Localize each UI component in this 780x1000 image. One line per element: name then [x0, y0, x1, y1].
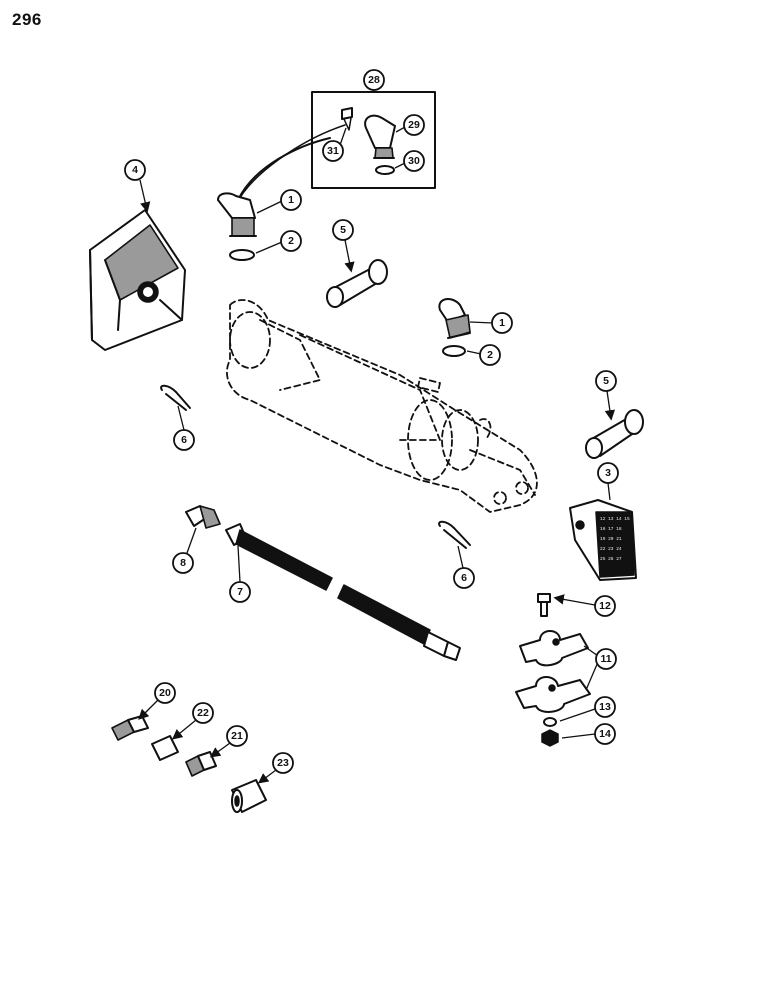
callout-22: 22	[192, 702, 214, 724]
callout-2-top: 2	[280, 230, 302, 252]
svg-text:25 26 27: 25 26 27	[600, 556, 622, 562]
svg-text:12 13 14 15: 12 13 14 15	[600, 516, 630, 522]
svg-text:1: 1	[499, 317, 505, 329]
nut-22-icon	[151, 735, 179, 761]
callout-2-mid: 2	[479, 344, 501, 366]
o-ring-2-mid-icon	[442, 345, 466, 357]
svg-text:14: 14	[599, 728, 611, 740]
svg-text:22: 22	[197, 707, 209, 719]
callout-12: 12	[594, 595, 616, 617]
svg-text:12: 12	[599, 600, 611, 612]
callout-6-left: 6	[173, 429, 195, 451]
svg-text:6: 6	[461, 572, 467, 584]
clamp-11-bottom-icon	[515, 676, 591, 713]
svg-text:1: 1	[288, 194, 294, 206]
svg-text:20: 20	[159, 687, 171, 699]
coupling-23-icon	[231, 779, 267, 813]
nut-14-icon	[541, 729, 559, 747]
svg-text:8: 8	[180, 557, 186, 569]
svg-text:28: 28	[368, 74, 380, 86]
callout-21: 21	[226, 725, 248, 747]
callout-5-top: 5	[332, 219, 354, 241]
svg-text:11: 11	[600, 653, 611, 665]
cotter-pin-6-left-icon	[160, 384, 191, 411]
leader-lines	[138, 90, 616, 784]
cotter-pin-6-right-icon	[438, 520, 471, 549]
svg-text:21: 21	[231, 730, 243, 742]
callout-29: 29	[403, 114, 425, 136]
svg-text:4: 4	[132, 164, 138, 176]
callout-3: 3	[597, 462, 619, 484]
hydraulic-cylinder-outline	[226, 299, 538, 513]
svg-text:19 20 21: 19 20 21	[600, 536, 622, 542]
callout-11: 11	[595, 648, 617, 670]
svg-text:29: 29	[408, 119, 420, 131]
svg-text:2: 2	[288, 235, 294, 247]
callout-6-right: 6	[453, 567, 475, 589]
svg-text:5: 5	[603, 375, 609, 387]
adapter-20-icon	[111, 715, 149, 741]
svg-text:5: 5	[340, 224, 346, 236]
callout-13: 13	[594, 696, 616, 718]
callout-28: 28	[363, 69, 385, 91]
svg-text:3: 3	[605, 467, 611, 479]
svg-text:13: 13	[599, 701, 611, 713]
svg-text:31: 31	[327, 145, 339, 157]
svg-text:7: 7	[237, 586, 243, 598]
washer-13-icon	[543, 717, 557, 727]
svg-text:23: 23	[277, 757, 289, 769]
callout-1-top: 1	[280, 189, 302, 211]
page-number: 296	[12, 10, 42, 29]
pin-5-right-icon	[585, 409, 644, 459]
callout-7: 7	[229, 581, 251, 603]
bolt-12-icon	[537, 593, 551, 617]
callout-14: 14	[594, 723, 616, 745]
callout-1-mid: 1	[491, 312, 513, 334]
mounting-bracket-4-icon	[89, 209, 186, 351]
fitting-8-icon	[185, 505, 221, 529]
callout-20: 20	[154, 682, 176, 704]
svg-text:6: 6	[181, 434, 187, 446]
svg-text:16 17 18: 16 17 18	[600, 526, 622, 532]
callout-30: 30	[403, 150, 425, 172]
elbow-fitting-1-mid-icon	[438, 298, 471, 339]
callout-23: 23	[272, 752, 294, 774]
svg-text:22 23 24: 22 23 24	[600, 546, 622, 552]
elbow-fitting-1-top-icon	[217, 192, 257, 237]
fitting-31-icon	[341, 107, 353, 131]
elbow-fitting-29-icon	[364, 114, 396, 159]
callout-8: 8	[172, 552, 194, 574]
clamp-11-top-icon	[519, 630, 589, 667]
bracket-plate-3-icon: 12 13 14 15 16 17 18 19 20 21 22 23 24 2…	[569, 499, 637, 581]
callout-31: 31	[322, 140, 344, 162]
o-ring-2-top-icon	[229, 249, 255, 261]
o-ring-30-icon	[375, 165, 395, 175]
hose-7-icon	[225, 523, 461, 661]
pin-5-top-icon	[326, 259, 388, 308]
callout-5-right: 5	[595, 370, 617, 392]
svg-text:30: 30	[408, 155, 420, 167]
union-21-icon	[185, 751, 217, 777]
svg-text:2: 2	[487, 349, 493, 361]
callout-4: 4	[124, 159, 146, 181]
